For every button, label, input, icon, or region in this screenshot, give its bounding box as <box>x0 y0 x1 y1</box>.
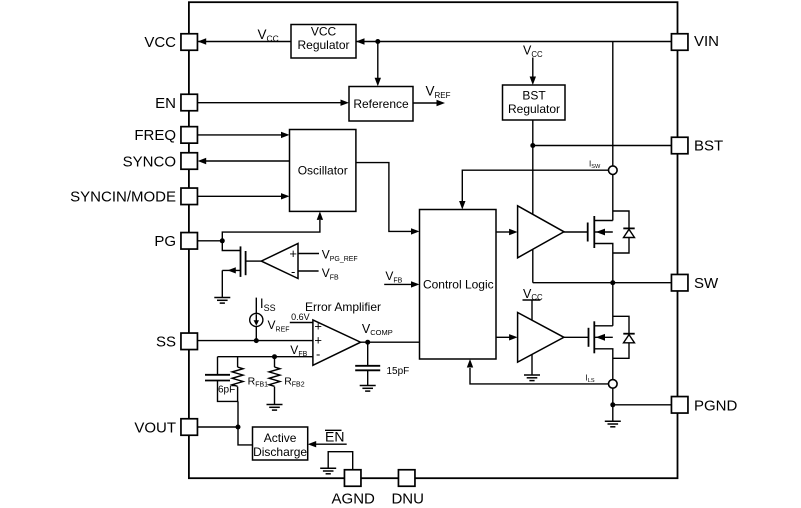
svg-text:SS: SS <box>156 334 176 351</box>
svg-text:ISW: ISW <box>589 160 601 170</box>
svg-text:VFB: VFB <box>290 343 307 358</box>
svg-text:VFB: VFB <box>322 266 339 282</box>
svg-text:VPG_REF: VPG_REF <box>322 248 358 264</box>
svg-text:PGND: PGND <box>694 397 738 414</box>
svg-text:VREF: VREF <box>426 84 451 101</box>
svg-text:6pF: 6pF <box>218 384 235 395</box>
svg-text:-: - <box>291 264 295 279</box>
svg-text:Discharge: Discharge <box>253 445 307 459</box>
svg-text:+: + <box>289 246 297 261</box>
svg-text:Regulator: Regulator <box>297 38 349 52</box>
svg-text:VIN: VIN <box>694 33 719 50</box>
svg-text:BST: BST <box>694 138 723 155</box>
svg-text:DNU: DNU <box>391 491 424 508</box>
svg-text:Oscillator: Oscillator <box>298 164 348 178</box>
svg-text:ISS: ISS <box>260 296 276 313</box>
svg-text:0.6V: 0.6V <box>291 312 310 322</box>
svg-text:VCC: VCC <box>258 27 279 44</box>
svg-text:Reference: Reference <box>353 97 409 111</box>
svg-text:PG: PG <box>154 233 176 250</box>
svg-text:-: - <box>316 347 320 362</box>
svg-text:Error Amplifier: Error Amplifier <box>305 300 381 314</box>
svg-text:BST: BST <box>522 89 546 103</box>
svg-text:Active: Active <box>264 431 297 445</box>
svg-text:RFB2: RFB2 <box>284 375 305 388</box>
svg-text:VOUT: VOUT <box>134 419 176 436</box>
svg-text:VREF: VREF <box>268 318 290 334</box>
svg-text:VCC: VCC <box>523 44 543 59</box>
svg-text:FREQ: FREQ <box>134 127 176 144</box>
svg-text:EN: EN <box>155 95 176 112</box>
svg-text:SYNCO: SYNCO <box>123 153 176 170</box>
svg-text:Control Logic: Control Logic <box>423 278 494 292</box>
svg-text:Regulator: Regulator <box>508 102 560 116</box>
svg-text:+: + <box>314 319 322 334</box>
svg-text:SYNCIN/MODE: SYNCIN/MODE <box>70 189 176 206</box>
svg-text:AGND: AGND <box>332 491 376 508</box>
svg-text:VCC: VCC <box>311 25 337 39</box>
svg-text:EN: EN <box>325 428 344 444</box>
svg-text:VCOMP: VCOMP <box>362 322 393 337</box>
svg-text:+: + <box>314 333 322 348</box>
svg-text:RFB1: RFB1 <box>248 375 269 388</box>
svg-text:VCC: VCC <box>144 34 176 51</box>
svg-text:VFB: VFB <box>385 269 402 285</box>
svg-text:VCC: VCC <box>523 287 543 302</box>
svg-text:15pF: 15pF <box>387 366 410 377</box>
svg-text:SW: SW <box>694 275 719 292</box>
svg-text:ILS: ILS <box>586 374 595 384</box>
